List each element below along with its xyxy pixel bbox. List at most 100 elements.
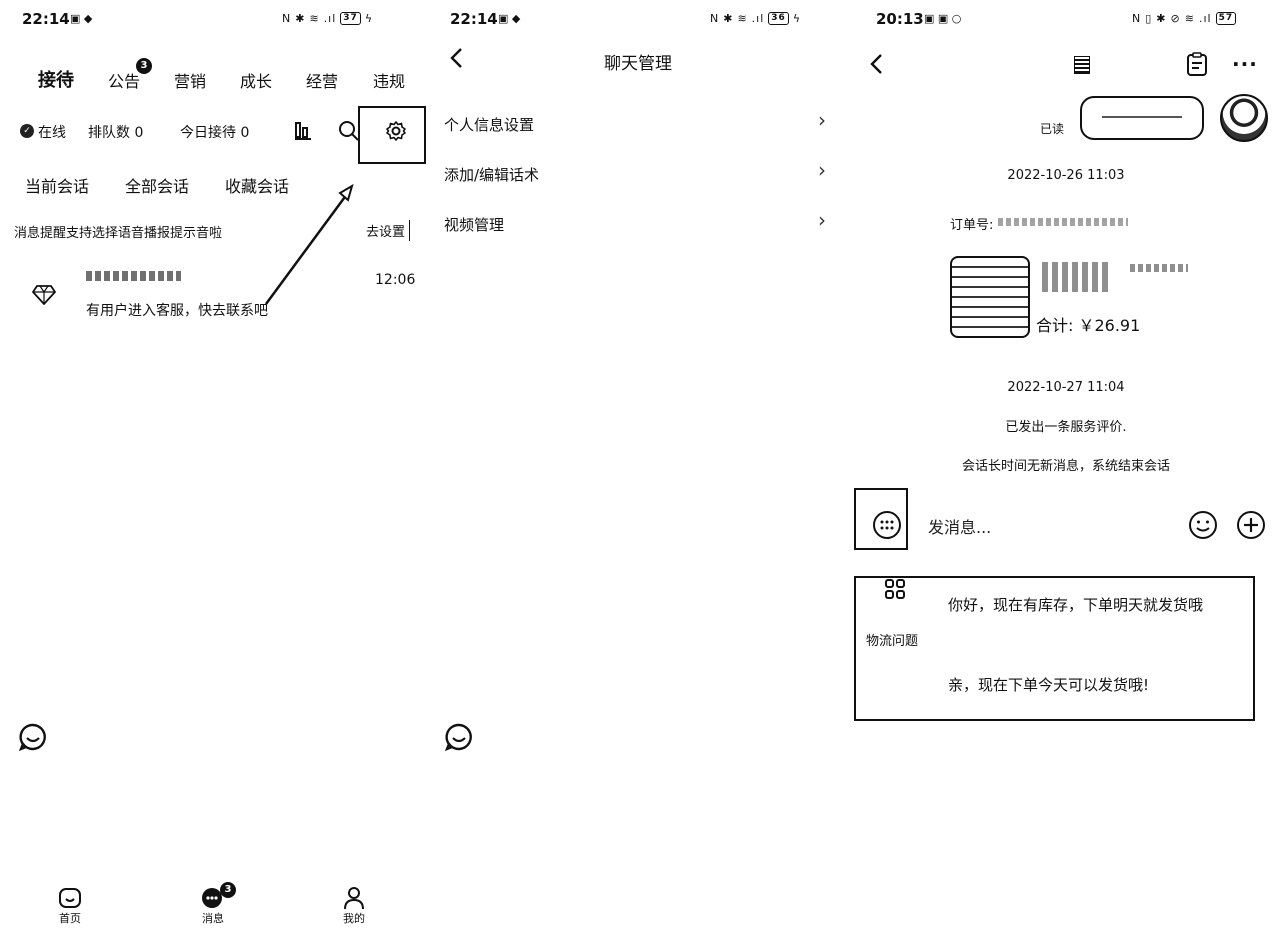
nfc-icon: N: [282, 12, 292, 25]
avatar[interactable]: [1220, 94, 1268, 142]
nav-messages-badge: 3: [220, 882, 236, 898]
order-total: 合计: ￥26.91: [1036, 316, 1141, 335]
status-time: 22:14: [450, 10, 498, 28]
quick-reply-item[interactable]: 你好，现在有库存，下单明天就发货哦: [948, 596, 1204, 614]
notice-text: 消息提醒支持选择语音播报提示音啦: [14, 226, 223, 241]
status-icons: N ✱ ≋ .ıl 37 ϟ: [282, 12, 373, 25]
tab-operations[interactable]: 经营: [306, 72, 339, 91]
tab-announcement[interactable]: 公告: [108, 72, 141, 91]
product-title-redacted: [1042, 262, 1112, 292]
page-title: 聊天管理: [604, 54, 672, 74]
chevron-right-icon: ›: [818, 108, 826, 132]
home-icon: [58, 886, 82, 910]
conversation-time: 12:06: [375, 272, 416, 288]
keyboard-highlight-box: [854, 488, 908, 550]
emoji-icon[interactable]: [1188, 510, 1218, 540]
diamond-icon: [32, 284, 56, 306]
nav-home[interactable]: 首页: [58, 886, 82, 926]
message-input[interactable]: 发消息...: [928, 518, 992, 537]
notification-icons: ▣ ◆: [498, 12, 521, 25]
online-status-icon: ✓: [20, 124, 34, 138]
user-icon: [342, 886, 366, 910]
sent-message-bubble-redacted: [1080, 96, 1204, 140]
nav-home-label: 首页: [59, 912, 81, 925]
online-status[interactable]: 在线: [38, 125, 66, 141]
menu-item-edit-scripts[interactable]: 添加/编辑话术 ›: [428, 156, 848, 196]
tab-current-sessions[interactable]: 当前会话: [25, 177, 90, 196]
menu-item-label: 个人信息设置: [444, 116, 535, 134]
status-icons: N ▯ ✱ ⊘ ≋ .ıl 57: [1132, 12, 1237, 25]
chat-bubble-icon[interactable]: [18, 722, 48, 752]
vibrate-icon: ▯: [1145, 12, 1153, 25]
conversation-message: 有用户进入客服，快去联系吧: [86, 303, 268, 319]
status-time: 20:13: [876, 10, 924, 28]
battery-icon: 36: [768, 12, 789, 25]
chat-bubble-icon[interactable]: [444, 722, 474, 752]
system-message-session-ended: 会话长时间无新消息，系统结束会话: [961, 459, 1170, 474]
tab-favorite-sessions[interactable]: 收藏会话: [225, 177, 290, 196]
status-icons: N ✱ ≋ .ıl 36 ϟ: [710, 12, 801, 25]
battery-icon: 57: [1215, 12, 1237, 25]
settings-gear-icon[interactable]: [385, 120, 407, 142]
nav-messages[interactable]: 消息: [200, 886, 226, 926]
message-icon: [200, 886, 226, 910]
chat-management-panel: 22:14 ▣ ◆ N ✱ ≋ .ıl 36 ϟ 聊天管理 个人信息设置 › 添…: [428, 0, 848, 938]
category-grid-icon[interactable]: [884, 578, 906, 600]
quick-reply-item[interactable]: 亲，现在下单今天可以发货哦!: [948, 676, 1150, 694]
back-arrow-icon[interactable]: [448, 46, 464, 70]
back-arrow-icon[interactable]: [868, 52, 884, 76]
order-number-label: 订单号:: [950, 218, 994, 233]
signal-icon: .ıl: [1198, 12, 1212, 25]
nfc-icon: N: [710, 12, 720, 25]
signal-icon: .ıl: [751, 12, 765, 25]
bluetooth-icon: ✱: [1156, 12, 1167, 25]
nfc-icon: N: [1132, 12, 1142, 25]
signal-icon: .ıl: [323, 12, 337, 25]
bluetooth-icon: ✱: [723, 12, 734, 25]
tab-violations[interactable]: 违规: [373, 72, 406, 91]
conversation-item[interactable]: 12:06 有用户进入客服，快去联系吧: [0, 260, 428, 330]
queue-count: 排队数 0: [88, 125, 144, 141]
add-attachment-icon[interactable]: [1236, 510, 1266, 540]
clipboard-icon[interactable]: [1186, 52, 1208, 76]
notice-settings-link[interactable]: 去设置: [362, 220, 411, 241]
menu-item-video-management[interactable]: 视频管理 ›: [428, 206, 848, 246]
charging-icon: ϟ: [792, 12, 802, 25]
menu-item-profile-settings[interactable]: 个人信息设置 ›: [428, 106, 848, 146]
charging-icon: ϟ: [364, 12, 374, 25]
customer-name-redacted: [86, 271, 181, 281]
tab-all-sessions[interactable]: 全部会话: [125, 177, 190, 196]
nav-messages-label: 消息: [202, 912, 224, 925]
reception-panel: 22:14 ▣ ◆ N ✱ ≋ .ıl 37 ϟ 接待 公告 3 营销 成长 经…: [0, 0, 428, 938]
mute-icon: ⊘: [1170, 12, 1181, 25]
tab-growth[interactable]: 成长: [240, 72, 273, 91]
chat-conversation-panel: 20:13 ▣ ▣ ○ N ▯ ✱ ⊘ ≋ .ıl 57 ··· 已读 2022…: [852, 0, 1280, 938]
timestamp-2: 2022-10-27 11:04: [1007, 380, 1125, 395]
notification-icons: ▣ ▣ ○: [924, 12, 962, 25]
nav-profile-label: 我的: [343, 912, 365, 925]
annotation-arrow: [264, 183, 354, 305]
more-options-icon[interactable]: ···: [1232, 52, 1258, 76]
status-time: 22:14: [22, 10, 70, 28]
quick-reply-category-logistics[interactable]: 物流问题: [866, 634, 919, 649]
quick-reply-panel: [854, 576, 1255, 721]
settings-highlight-box: [358, 106, 426, 164]
tab-marketing[interactable]: 营销: [174, 72, 207, 91]
battery-icon: 37: [340, 12, 361, 25]
product-image[interactable]: [950, 256, 1030, 338]
tab-reception[interactable]: 接待: [38, 70, 74, 91]
quick-reply-toggle-icon[interactable]: [872, 510, 902, 540]
system-message-review: 已发出一条服务评价.: [1005, 420, 1127, 435]
nav-profile[interactable]: 我的: [342, 886, 366, 926]
order-number-redacted: [998, 218, 1128, 226]
chevron-right-icon: ›: [818, 208, 826, 232]
menu-item-label: 添加/编辑话术: [444, 166, 540, 184]
wifi-icon: ≋: [737, 12, 748, 25]
product-spec-redacted: [1130, 264, 1188, 272]
bluetooth-icon: ✱: [295, 12, 306, 25]
timestamp-1: 2022-10-26 11:03: [1007, 168, 1125, 183]
chevron-right-icon: ›: [818, 158, 826, 182]
today-reception: 今日接待 0: [180, 125, 250, 141]
search-icon[interactable]: [338, 120, 360, 142]
stats-chart-icon[interactable]: [294, 120, 312, 140]
